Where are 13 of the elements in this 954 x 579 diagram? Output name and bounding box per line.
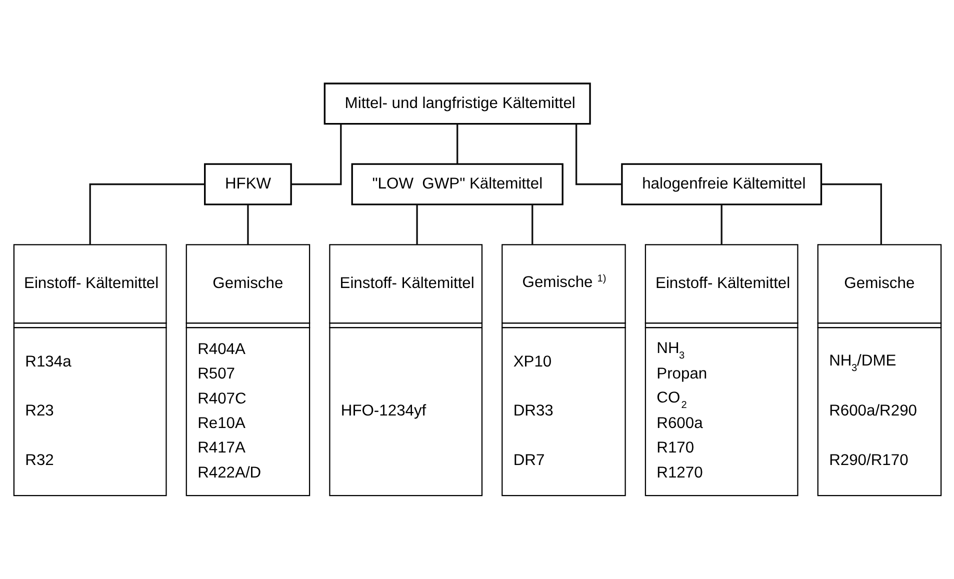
- connector: [720, 204, 722, 244]
- connector: [531, 204, 533, 244]
- connector: [416, 204, 418, 244]
- node-box: Mittel- und langfristige Kältemittel: [323, 82, 590, 125]
- connector: [820, 183, 882, 245]
- connector: [290, 124, 342, 186]
- node-box: halogenfreie Kältemittel: [620, 163, 822, 206]
- connector: [246, 204, 248, 244]
- connector: [88, 183, 204, 245]
- connector: [456, 124, 458, 164]
- node-box: HFKW: [204, 163, 292, 206]
- node-box: "LOW GWP" Kältemittel: [350, 163, 563, 206]
- connector: [574, 124, 622, 186]
